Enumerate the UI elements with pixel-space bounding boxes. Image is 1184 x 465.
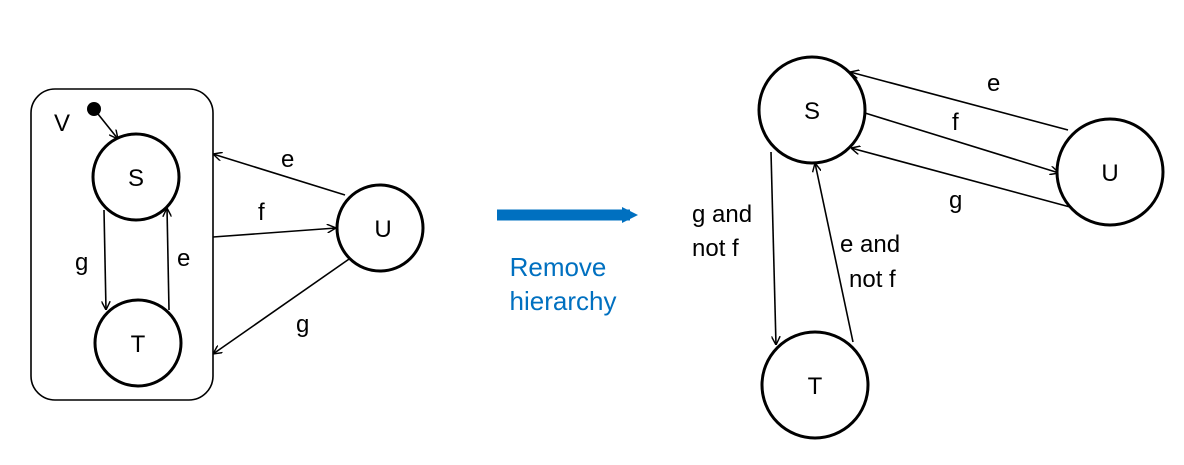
edge-u-to-s-e xyxy=(850,72,1069,131)
label-t-to-s-line1: e and xyxy=(840,231,900,258)
label-s-to-u-f: f xyxy=(952,109,959,136)
label-u-to-v-e: e xyxy=(281,146,294,173)
right-diagram: S U T e f g g and not f e and not f xyxy=(692,55,1165,440)
edge-u-to-s-g xyxy=(851,148,1071,208)
edge-s-to-u-f xyxy=(864,112,1059,173)
node-u-right-label: U xyxy=(1101,160,1118,187)
edge-s-to-t-left xyxy=(104,209,106,310)
initial-arrow xyxy=(97,113,118,139)
node-s-left xyxy=(91,132,181,222)
node-t-right xyxy=(760,330,870,440)
label-s-to-t-left: g xyxy=(75,249,88,276)
superstate-v-label: V xyxy=(54,110,70,137)
node-s-right-label: S xyxy=(804,98,820,125)
label-u-to-s-e: e xyxy=(987,70,1000,97)
label-s-to-t-line1: g and xyxy=(692,201,752,228)
label-v-to-u-f: f xyxy=(258,199,265,226)
node-t-right-label: T xyxy=(808,373,823,400)
edge-u-to-v-e xyxy=(213,154,346,196)
edge-s-to-t-right xyxy=(770,151,776,345)
label-s-to-t-line2: not f xyxy=(692,235,739,262)
left-diagram: V S T U g e e f g xyxy=(30,88,425,401)
node-t-left-label: T xyxy=(131,331,146,358)
edge-u-to-v-g xyxy=(213,256,353,354)
node-u-left-label: U xyxy=(374,216,391,243)
transform-arrow-group: Remove hierarchy xyxy=(497,207,638,316)
node-t-left xyxy=(93,298,183,388)
transform-label-line1: Remove xyxy=(510,252,607,282)
label-t-to-s-left: e xyxy=(177,245,190,272)
node-s-left-label: S xyxy=(128,165,144,192)
node-u-left xyxy=(335,183,425,273)
label-u-to-s-g: g xyxy=(949,187,962,214)
node-s-right xyxy=(757,55,867,165)
edge-v-to-u-f xyxy=(212,228,336,238)
label-u-to-v-g: g xyxy=(296,311,309,338)
initial-state-dot xyxy=(87,102,101,116)
edge-t-to-s-left xyxy=(167,208,169,311)
label-t-to-s-line2: not f xyxy=(849,266,896,293)
transform-label-line2: hierarchy xyxy=(510,286,617,316)
edge-t-to-s-right xyxy=(815,163,854,343)
node-u-right xyxy=(1055,117,1165,227)
